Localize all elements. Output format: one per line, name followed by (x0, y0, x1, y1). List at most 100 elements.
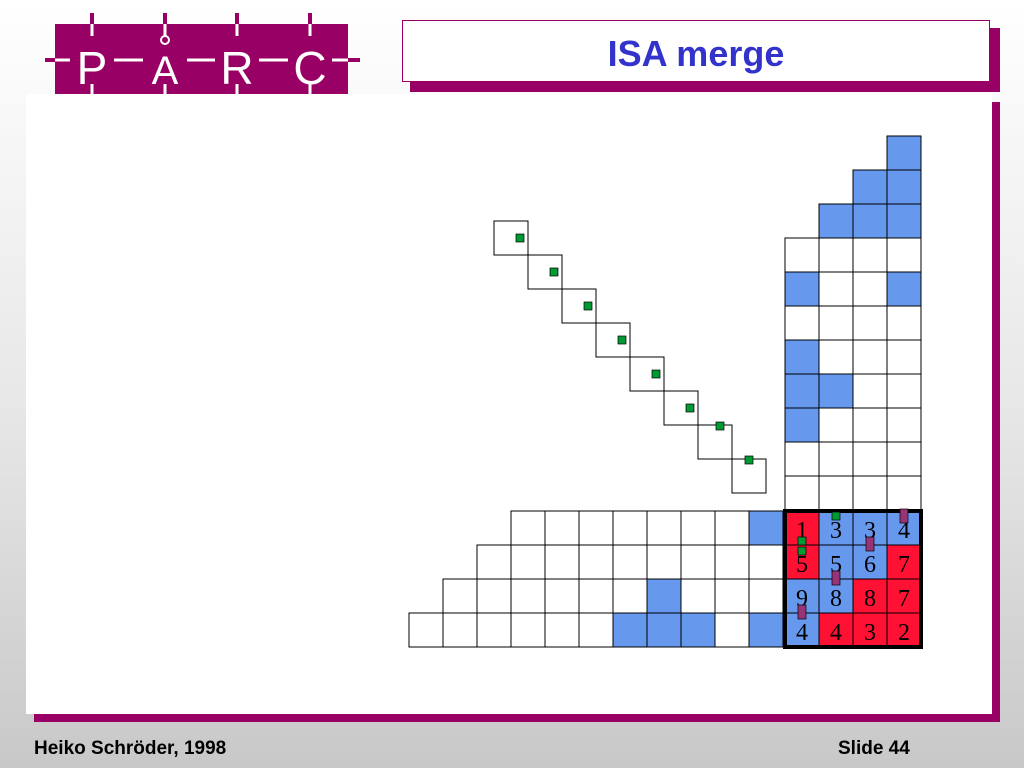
row-cell (680, 510, 716, 546)
column-cell (852, 271, 888, 307)
merge-value: 3 (864, 620, 876, 646)
column-cell (886, 441, 922, 477)
logo-letter-r: R (220, 42, 253, 94)
column-cell (784, 475, 820, 511)
row-cell (578, 578, 614, 614)
horizontal-rows (408, 510, 784, 648)
purple-marker-icon (899, 508, 909, 524)
green-marker-icon (549, 267, 559, 277)
row-cell (442, 612, 478, 648)
row-cell (680, 544, 716, 580)
merge-value: 4 (796, 620, 808, 646)
column-cell (852, 407, 888, 443)
merge-value: 3 (830, 518, 842, 544)
merge-value: 8 (864, 586, 876, 612)
green-marker-icon (797, 546, 807, 556)
row-cell (612, 578, 648, 614)
merge-value: 2 (898, 620, 910, 646)
column-cell (886, 339, 922, 375)
column-cell (784, 339, 820, 375)
title-box: ISA merge (402, 20, 990, 82)
column-cell (818, 237, 854, 273)
column-cell (852, 237, 888, 273)
row-cell (612, 544, 648, 580)
row-cell (612, 612, 648, 648)
column-cell (784, 271, 820, 307)
column-cell (818, 373, 854, 409)
staircase-cell (527, 254, 563, 290)
green-marker-icon (744, 455, 754, 465)
column-cell (818, 271, 854, 307)
row-cell (442, 578, 478, 614)
row-cell (510, 510, 546, 546)
logo-letter-c: C (293, 42, 326, 94)
green-marker-icon (715, 421, 725, 431)
purple-marker-icon (797, 604, 807, 620)
row-cell (544, 544, 580, 580)
row-cell (408, 612, 444, 648)
row-cell (748, 544, 784, 580)
column-cell (818, 475, 854, 511)
row-cell (646, 510, 682, 546)
row-cell (544, 612, 580, 648)
staircase-cell (731, 458, 767, 494)
column-cell (886, 373, 922, 409)
row-cell (476, 578, 512, 614)
row-cell (748, 510, 784, 546)
column-cell (818, 441, 854, 477)
merge-value: 5 (796, 552, 808, 578)
column-cell (852, 339, 888, 375)
row-cell (544, 510, 580, 546)
column-cell (886, 305, 922, 341)
row-cell (646, 578, 682, 614)
row-cell (578, 612, 614, 648)
column-cell (886, 271, 922, 307)
column-cell (886, 135, 922, 171)
merge-value: 4 (898, 518, 910, 544)
column-cell (818, 407, 854, 443)
green-marker-icon (831, 511, 841, 521)
row-cell (680, 612, 716, 648)
merge-value: 7 (898, 552, 910, 578)
row-cell (612, 510, 648, 546)
parc-logo: P A R C (45, 13, 360, 107)
row-cell (646, 544, 682, 580)
merge-cell (886, 544, 922, 580)
staircase (493, 220, 767, 494)
column-cell (818, 203, 854, 239)
purple-marker-icon (831, 570, 841, 586)
row-cell (476, 612, 512, 648)
column-cell (886, 237, 922, 273)
column-cell (818, 305, 854, 341)
purple-marker-icon (865, 536, 875, 552)
row-cell (714, 578, 750, 614)
row-cell (578, 510, 614, 546)
row-cell (748, 612, 784, 648)
logo-letter-p: P (77, 42, 108, 94)
green-marker-icon (617, 335, 627, 345)
row-cell (646, 612, 682, 648)
column-cell (852, 305, 888, 341)
merge-value: 7 (898, 586, 910, 612)
row-cell (714, 612, 750, 648)
column-cell (818, 339, 854, 375)
column-cell (852, 203, 888, 239)
slide-title: ISA merge (607, 33, 785, 74)
column-cell (852, 169, 888, 205)
vertical-column (784, 135, 922, 511)
green-marker-icon (797, 536, 807, 546)
green-marker-icon (651, 369, 661, 379)
logo-letter-a: A (152, 49, 179, 93)
merge-block-border (783, 509, 923, 649)
merge-value: 4 (830, 620, 842, 646)
merge-cell (886, 612, 922, 648)
row-cell (510, 612, 546, 648)
row-cell (544, 578, 580, 614)
row-cell (476, 544, 512, 580)
column-cell (852, 441, 888, 477)
green-marker-icon (515, 233, 525, 243)
column-cell (886, 475, 922, 511)
merge-value: 8 (830, 586, 842, 612)
